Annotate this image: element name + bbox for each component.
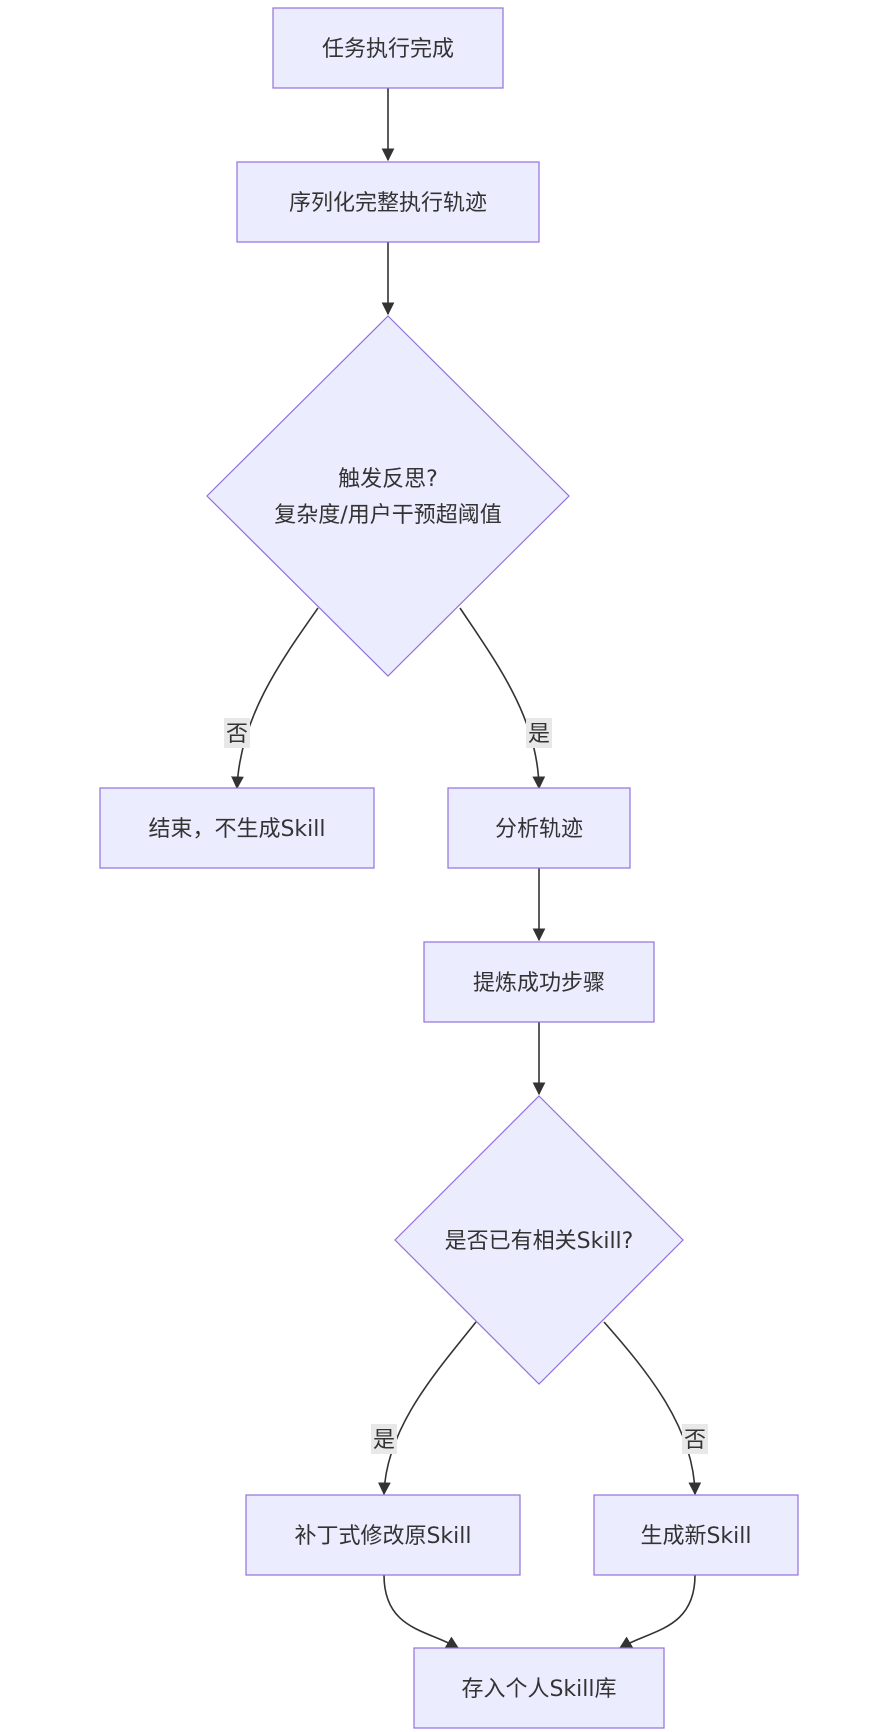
node-extract-steps: 提炼成功步骤	[423, 941, 655, 1023]
label-bg-existing-yes	[371, 1424, 397, 1454]
node-end-no-skill: 结束，不生成Skill	[99, 787, 375, 869]
node-reflect-label-line2: 复杂度/用户干预超阈值	[274, 503, 501, 528]
node-task-complete: 任务执行完成	[272, 7, 504, 89]
edge-label-reflect-yes: 是	[528, 722, 550, 747]
node-reflect-decision: 触发反思? 复杂度/用户干预超阈值	[206, 315, 570, 677]
edge-new-to-store	[618, 1574, 696, 1649]
edge-label-reflect-no: 否	[226, 722, 248, 747]
node-analyze: 分析轨迹	[447, 787, 631, 869]
edge-existing-no	[603, 1321, 702, 1496]
node-existing-label: 是否已有相关Skill?	[445, 1229, 634, 1254]
edge-labels: 否 是 是 否	[224, 718, 708, 1454]
edge-reflect-yes	[459, 607, 546, 790]
node-task-complete-label: 任务执行完成	[322, 37, 454, 62]
node-extract-steps-label: 提炼成功步骤	[473, 971, 605, 996]
label-bg-reflect-yes	[526, 718, 552, 748]
node-end-no-skill-label: 结束，不生成Skill	[148, 817, 325, 842]
edge-patch-to-store	[383, 1574, 460, 1649]
node-store: 存入个人Skill库	[413, 1647, 665, 1729]
label-bg-reflect-no	[224, 718, 250, 748]
node-patch-skill-label: 补丁式修改原Skill	[294, 1524, 471, 1549]
edge-reflect-no	[231, 607, 319, 790]
node-new-skill: 生成新Skill	[593, 1494, 799, 1576]
edge-existing-yes	[377, 1321, 477, 1496]
node-store-label: 存入个人Skill库	[461, 1677, 616, 1702]
nodes: 任务执行完成 序列化完整执行轨迹 触发反思? 复杂度/用户干预超阈值 结束，不生…	[99, 7, 799, 1729]
node-analyze-label: 分析轨迹	[495, 817, 583, 842]
edge-label-existing-yes: 是	[373, 1428, 395, 1453]
edge-label-existing-no: 否	[684, 1428, 706, 1453]
edges	[231, 88, 702, 1649]
node-reflect-label-line1: 触发反思?	[338, 467, 438, 492]
node-new-skill-label: 生成新Skill	[640, 1524, 751, 1549]
node-existing-decision: 是否已有相关Skill?	[394, 1095, 684, 1385]
node-serialize: 序列化完整执行轨迹	[236, 161, 540, 243]
label-bg-existing-no	[682, 1424, 708, 1454]
node-serialize-label: 序列化完整执行轨迹	[289, 191, 487, 216]
node-patch-skill: 补丁式修改原Skill	[245, 1494, 521, 1576]
